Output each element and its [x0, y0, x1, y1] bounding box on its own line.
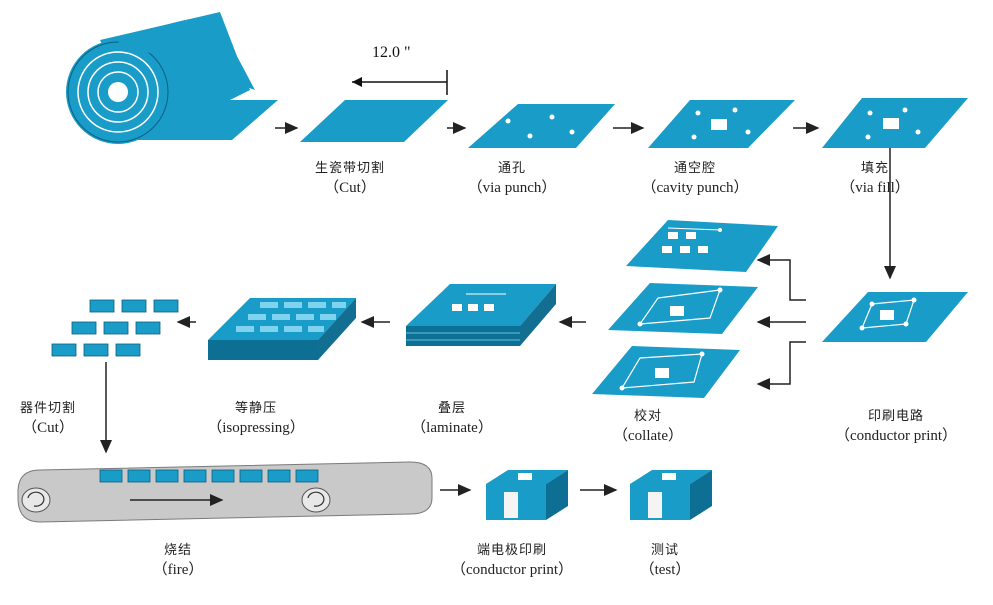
collate-sheet-middle [608, 283, 758, 334]
sheet-via-fill [822, 98, 968, 148]
label-via-punch: 通孔（via punch） [467, 160, 557, 196]
collate-sheet-top [626, 220, 778, 272]
conveyor-belt [17, 461, 433, 523]
dimension-indicator [352, 70, 448, 95]
label-laminate: 叠层（laminate） [411, 400, 493, 436]
label-collate: 校对（collate） [613, 408, 683, 444]
laminate-stack [406, 284, 556, 346]
dimension-label: 12.0 " [372, 44, 411, 61]
chip-tested [630, 470, 712, 520]
label-conductor-print: 印刷电路（conductor print） [834, 408, 958, 444]
diced-devices [51, 299, 179, 357]
label-fire: 烧结（fire） [152, 542, 204, 578]
sheet-conductor-print [822, 292, 968, 342]
label-termination-print: 端电极印刷（conductor print） [450, 542, 574, 578]
sheet-cavity-punch [648, 100, 795, 148]
label-device-cut: 器件切割（Cut） [19, 400, 77, 436]
collate-sheet-bottom [592, 346, 740, 398]
tape-roll [66, 12, 278, 144]
label-via-fill: 填充（via fill） [840, 160, 910, 196]
label-test: 测试（test） [639, 542, 691, 578]
chip-terminated [486, 470, 568, 520]
sheet-cut [300, 100, 448, 142]
label-isopressing: 等静压（isopressing） [207, 400, 305, 436]
isopressing-block [208, 298, 356, 360]
label-cavity-punch: 通空腔（cavity punch） [641, 160, 749, 196]
label-cut: 生瓷带切割（Cut） [314, 160, 386, 196]
sheet-via-punch [468, 104, 615, 148]
